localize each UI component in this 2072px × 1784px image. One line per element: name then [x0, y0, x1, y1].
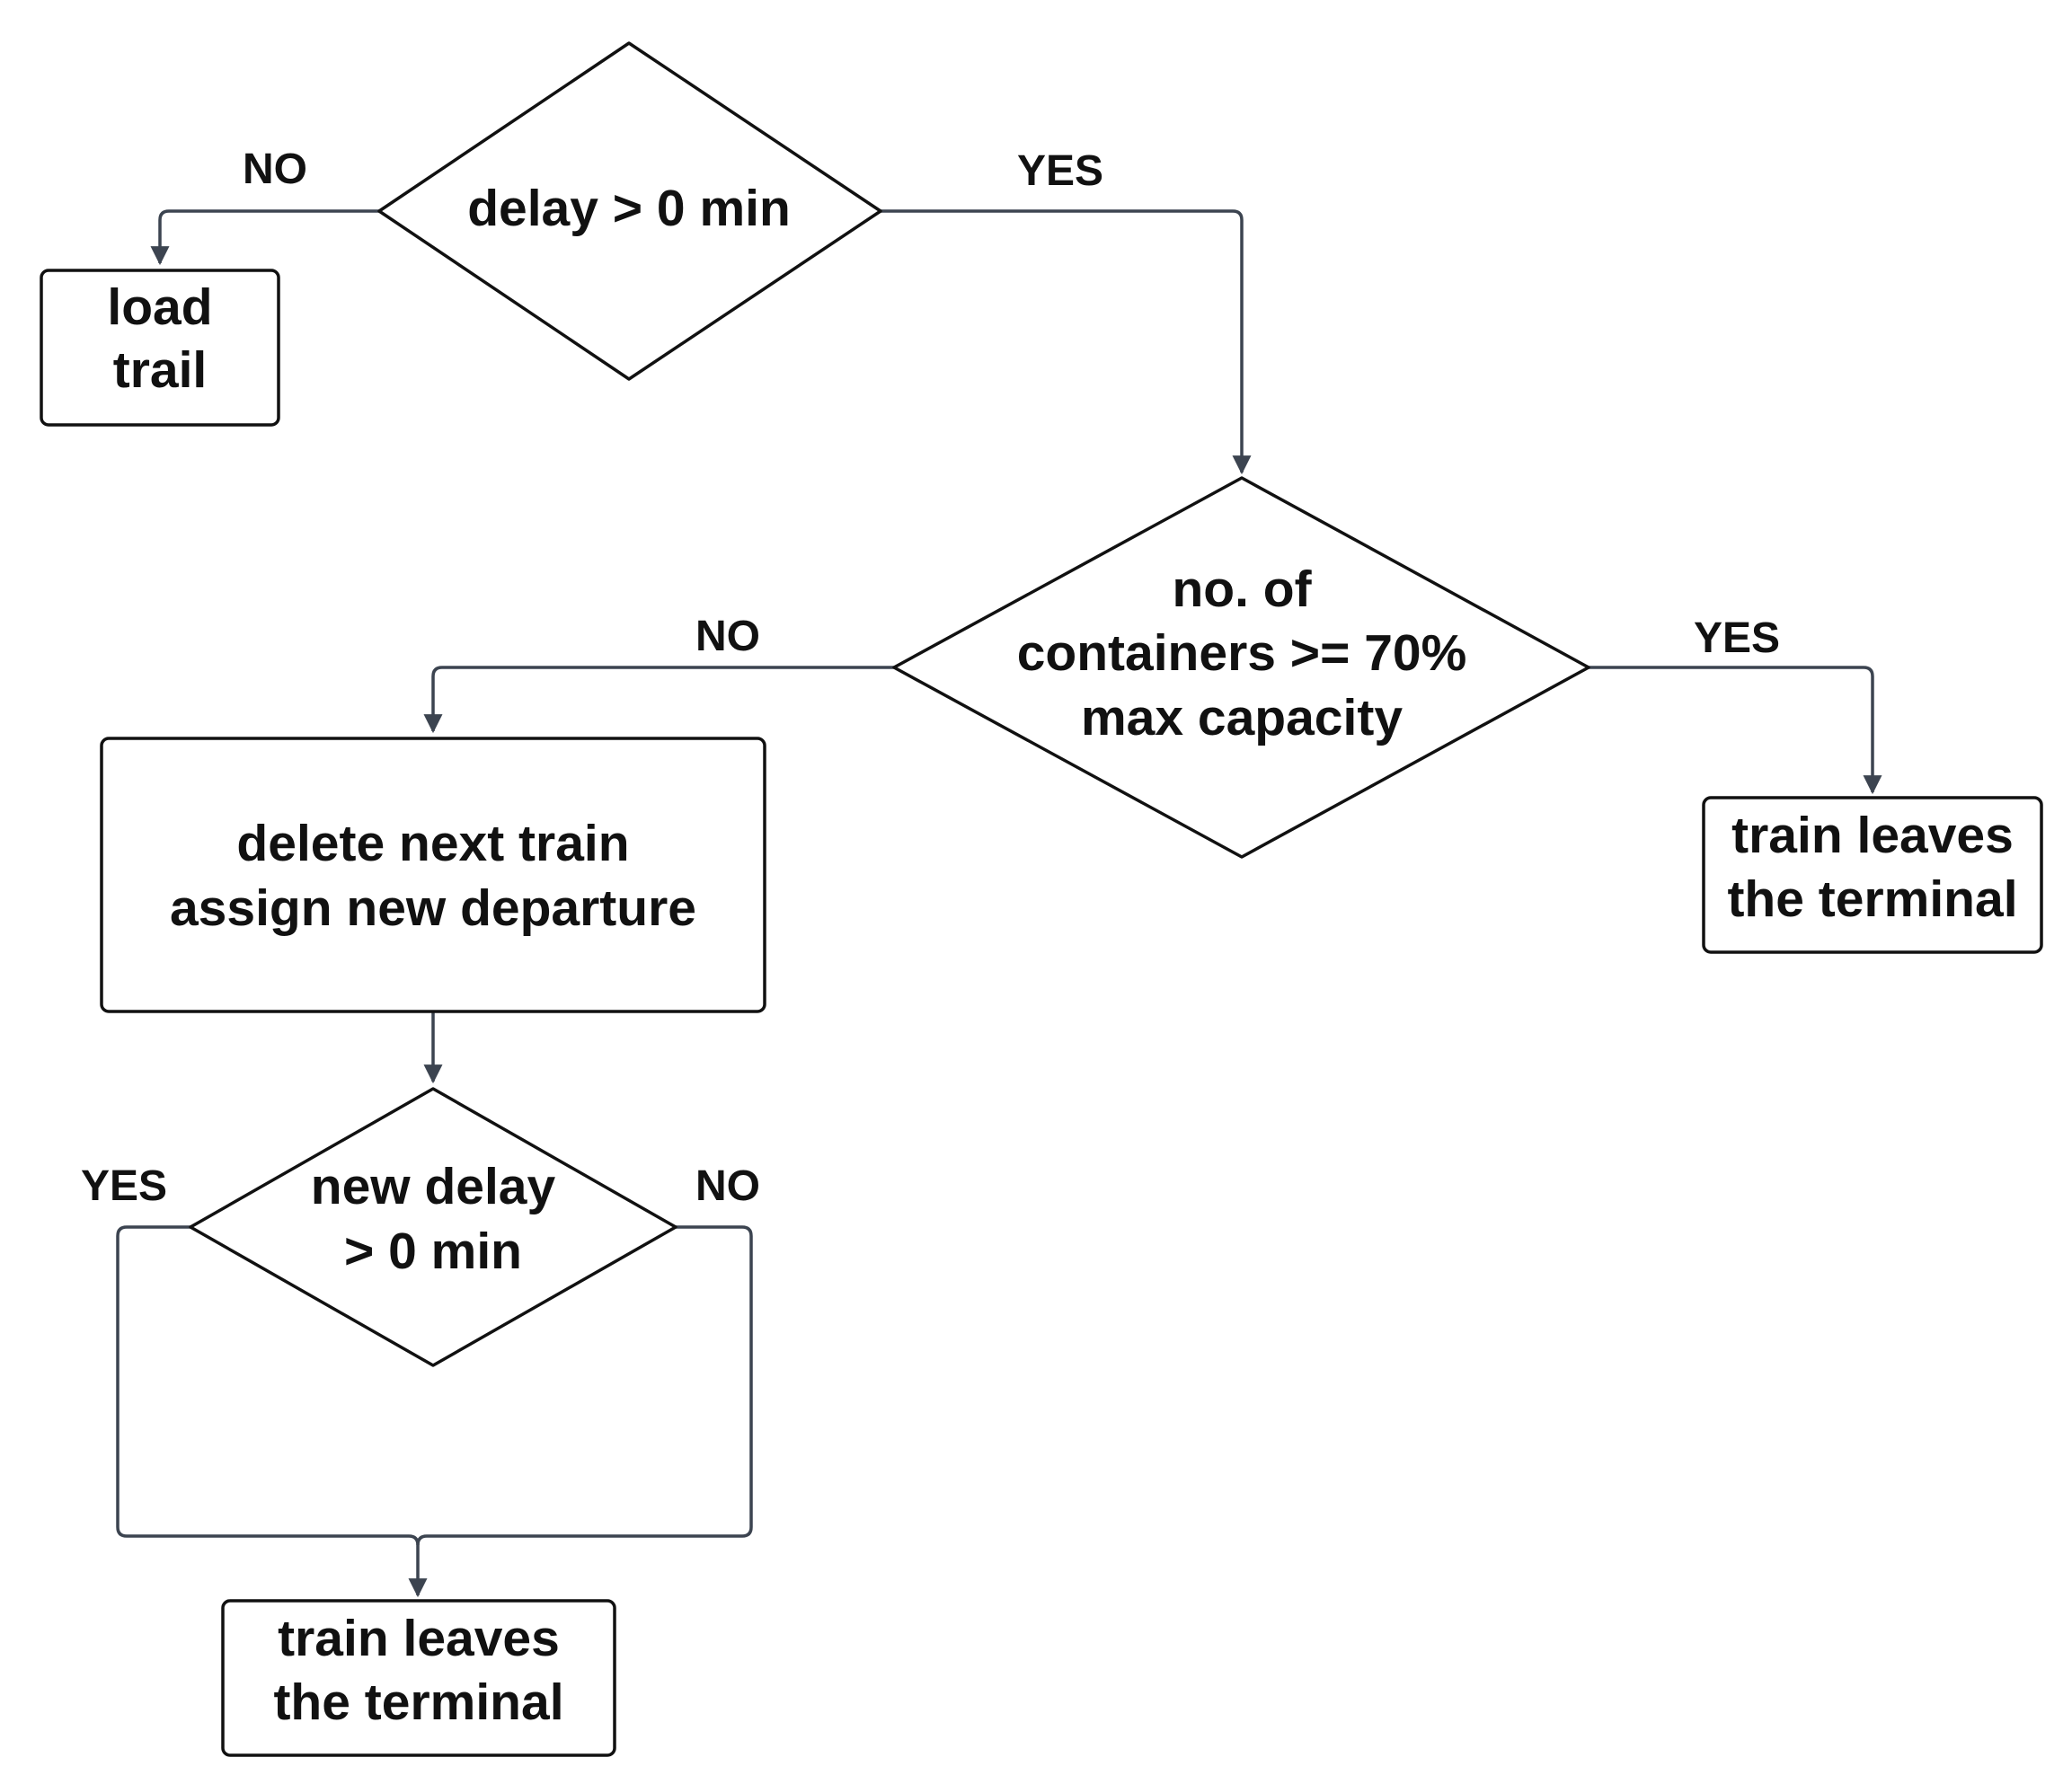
edge-label-capacity-no: NO	[695, 613, 760, 660]
train-leaves-right-node: train leaves the terminal	[1702, 796, 2043, 954]
node-label-line-2: containers >= 70%	[1017, 624, 1467, 682]
edge-label-new-delay-yes: YES	[81, 1162, 167, 1210]
node-label-line-1: new delay	[311, 1158, 556, 1215]
node-label: delay > 0 min	[467, 180, 791, 237]
decision-new-delay-node: new delay > 0 min	[189, 1087, 677, 1367]
terminal-box	[221, 1599, 616, 1757]
node-label-line-2: assign new departure	[170, 879, 696, 937]
train-leaves-bottom-node: train leaves the terminal	[221, 1599, 616, 1757]
node-label-line-3: max capacity	[1081, 689, 1403, 746]
terminal-box	[1702, 796, 2043, 954]
node-label-line-1: delete next train	[236, 815, 629, 872]
edge-label-delay-no: NO	[243, 146, 307, 193]
node-label-line-1: train leaves	[1731, 807, 2014, 864]
edge-label-new-delay-no: NO	[695, 1162, 760, 1210]
connector-new-delay-no	[408, 1225, 753, 1598]
node-label-line-1: load	[107, 278, 212, 336]
connector-new-delay-yes	[116, 1225, 420, 1546]
node-label-line-2: trail	[113, 341, 208, 399]
edge-label-delay-yes: YES	[1017, 147, 1103, 195]
load-trail-node: load trail	[40, 269, 280, 427]
decision-diamond	[377, 41, 882, 381]
process-box	[100, 737, 766, 1013]
node-label-line-1: no. of	[1172, 561, 1312, 618]
process-box	[40, 269, 280, 427]
decision-delay-node: delay > 0 min	[377, 41, 882, 381]
connectors	[116, 209, 1882, 1598]
node-label-line-2: the terminal	[273, 1674, 563, 1731]
connector-capacity-no	[423, 666, 894, 734]
edge-label-capacity-yes: YES	[1694, 614, 1780, 662]
edge-labels: NO YES NO YES YES NO	[81, 146, 1780, 1210]
node-label-line-2: > 0 min	[344, 1223, 522, 1280]
decision-capacity-node: no. of containers >= 70% max capacity	[892, 476, 1590, 859]
connector-delay-no	[150, 209, 379, 266]
node-label-line-2: the terminal	[1727, 870, 2017, 928]
decision-diamond	[892, 476, 1590, 859]
connector-capacity-yes	[1589, 666, 1882, 795]
decision-diamond	[189, 1087, 677, 1367]
delete-assign-node: delete next train assign new departure	[100, 737, 766, 1013]
connector-delay-yes	[881, 209, 1252, 475]
node-label-line-1: train leaves	[278, 1610, 560, 1667]
